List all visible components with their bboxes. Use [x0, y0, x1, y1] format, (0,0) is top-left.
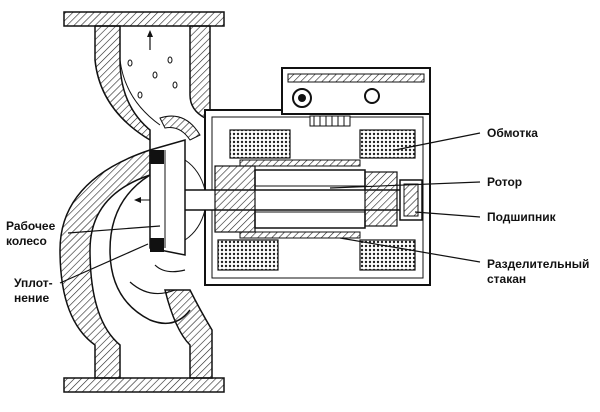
- label-bearing: Подшипник: [487, 210, 556, 224]
- label-impeller-line2: колесо: [6, 234, 47, 248]
- pump-housing: [59, 11, 225, 393]
- label-winding: Обмотка: [487, 126, 538, 140]
- rotor-shaft: [169, 165, 423, 233]
- label-can-line1: Разделительный: [487, 257, 590, 271]
- leader-lines: [59, 132, 481, 284]
- label-impeller-line1: Рабочее: [6, 219, 56, 233]
- stator-windings: [217, 129, 416, 271]
- label-seal-line1: Уплот-: [14, 276, 53, 290]
- label-can-line2: стакан: [487, 272, 527, 286]
- label-seal-line2: нение: [14, 291, 50, 305]
- label-rotor: Ротор: [487, 175, 523, 189]
- flow-arrows: [127, 30, 178, 99]
